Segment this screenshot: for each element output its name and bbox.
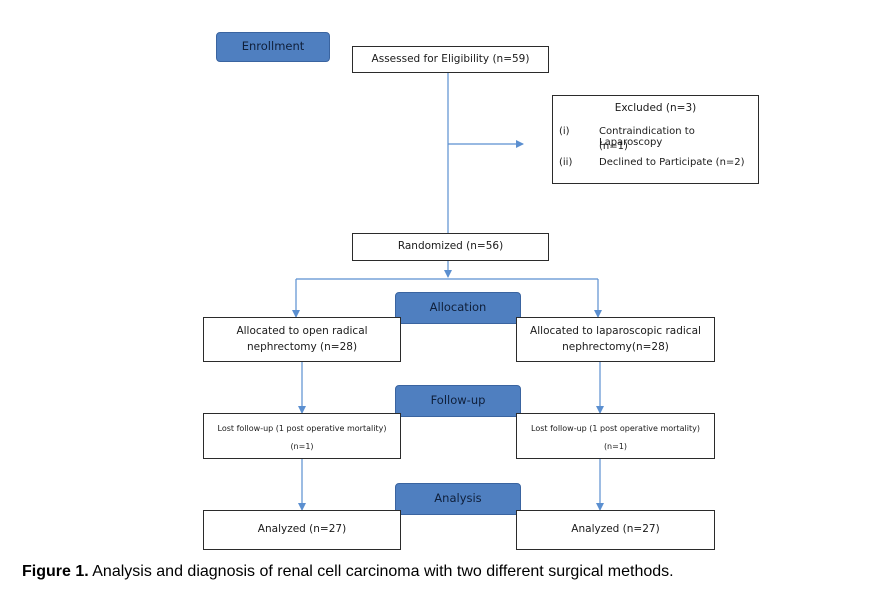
stage-followup: Follow-up (395, 385, 521, 417)
right-allocated-box: Allocated to laparoscopic radical nephre… (516, 317, 715, 362)
excluded-box: Excluded (n=3) (i) Contraindication to L… (552, 95, 759, 184)
left-analyzed-box: Analyzed (n=27) (203, 510, 401, 550)
left-allocated-line1: Allocated to open radical (236, 325, 368, 337)
randomized-box: Randomized (n=56) (352, 233, 549, 261)
excluded-title: Excluded (n=3) (614, 102, 697, 114)
left-lost-box: Lost follow-up (1 post operative mortali… (203, 413, 401, 459)
excluded-item-2-num: (ii) (559, 157, 573, 168)
stage-allocation: Allocation (395, 292, 521, 324)
stage-followup-label: Follow-up (430, 393, 486, 407)
excluded-item-1-num: (i) (559, 126, 570, 137)
excluded-item-1-count: (n=1) (599, 141, 628, 152)
right-lost-line2: (n=1) (603, 442, 628, 451)
right-analyzed-box: Analyzed (n=27) (516, 510, 715, 550)
right-allocated-line1: Allocated to laparoscopic radical (530, 325, 701, 337)
excluded-item-2-text: Declined to Participate (n=2) (599, 157, 745, 168)
stage-enrollment: Enrollment (216, 32, 330, 62)
left-lost-line1: Lost follow-up (1 post operative mortali… (217, 424, 387, 433)
excluded-item-1-text: Contraindication to Laparoscopy (599, 126, 695, 148)
right-analyzed-label: Analyzed (n=27) (571, 523, 660, 535)
left-analyzed-label: Analyzed (n=27) (257, 523, 347, 535)
right-allocated-line2: nephrectomy(n=28) (562, 341, 669, 353)
left-lost-line2: (n=1) (290, 442, 314, 451)
figure-caption: Figure 1. Analysis and diagnosis of rena… (22, 563, 674, 581)
stage-allocation-label: Allocation (429, 300, 487, 314)
right-lost-box: Lost follow-up (1 post operative mortali… (516, 413, 715, 459)
left-allocated-box: Allocated to open radical nephrectomy (n… (203, 317, 401, 362)
stage-analysis: Analysis (395, 483, 521, 515)
stage-enrollment-label: Enrollment (241, 39, 305, 53)
right-lost-line1: Lost follow-up (1 post operative mortali… (531, 424, 700, 433)
figure-caption-text: Analysis and diagnosis of renal cell car… (88, 563, 674, 580)
assessed-box: Assessed for Eligibility (n=59) (352, 46, 549, 73)
left-allocated-line2: nephrectomy (n=28) (246, 341, 358, 353)
stage-analysis-label: Analysis (434, 491, 482, 505)
randomized-label: Randomized (n=56) (397, 240, 504, 252)
figure-caption-label: Figure 1. (22, 563, 89, 580)
assessed-label: Assessed for Eligibility (n=59) (371, 53, 530, 65)
